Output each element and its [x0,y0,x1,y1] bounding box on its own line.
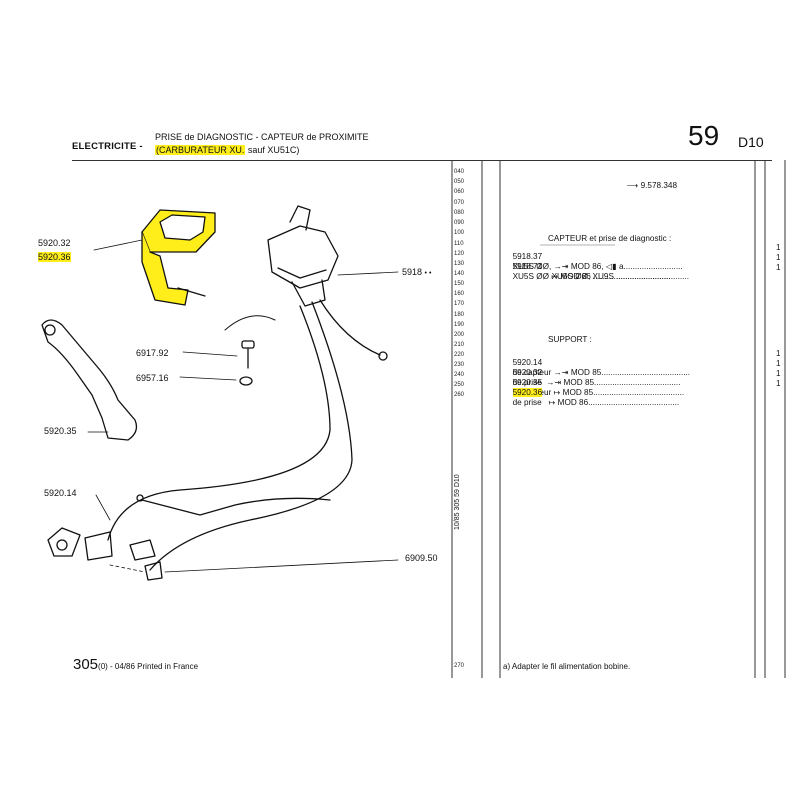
title-qualifier: sauf XU51C) [247,145,300,155]
row-number: 220 [454,352,465,358]
row-ref: 5918.37 [512,252,543,261]
section-label: ELECTRICITE - [72,141,143,152]
row-number: 110 [454,241,464,247]
list-row: 5918.71 XU5S ØØ ↦ MOD 86 ...............… [508,253,671,281]
row-qty: 1 [776,253,781,262]
ref-5920-36-highlighted: 5920.36 [38,252,71,262]
row-number: 170 [454,301,465,307]
row-number: 210 [454,342,465,348]
ref-6909-50: 6909.50 [405,553,438,563]
row-number: 250 [454,382,465,388]
row-number: 260 [454,392,465,398]
row-qty: 1 [776,359,781,368]
list-row: 5918.37 XU5S ØØ, →⇥ MOD 86, ◁▮ a........… [508,243,683,271]
footnote: a) Adapter le fil alimentation bobine. [503,662,631,671]
list-row: 5920.14 de capteur →⇥ MOD 85............… [508,349,691,377]
page-title-line2: (CARBURATEUR XU. sauf XU51C) [155,145,299,155]
row-desc: XU5S ØØ, XU9S ..........................… [551,272,689,281]
row-ref: 5920.14 [512,358,543,367]
row-number: 160 [454,291,465,297]
row-ref: 5920.35 [512,378,543,387]
row-desc: XU5S ØØ ↦ MOD 86 .......................… [512,272,671,281]
row-ref: 5920.32 [512,368,543,377]
arrow-icon: ⟶ [626,181,639,190]
support-bracket-highlighted [93,209,216,306]
ref-5918: 5918 • • [402,267,431,277]
ref-5920-35: 5920.35 [44,426,77,436]
row-qty: 1 [776,243,781,252]
row-number: 090 [454,220,465,226]
row-qty: 1 [776,369,781,378]
row-number: 060 [454,189,465,195]
row-desc: de capteur →⇥ MOD 85....................… [512,368,691,377]
list-row-highlighted: 5920.36 de prise ↦ MOD 86...............… [508,379,679,407]
ref-5920-14: 5920.14 [44,488,77,498]
row-ref: 5918.71 [512,262,543,271]
model-number: 305 [73,656,99,673]
row-number: 230 [454,362,465,368]
row-number: 190 [454,322,465,328]
model-footer: 305(0) - 04/86 Printed in France [73,656,198,673]
row-ref-highlighted: 5920.36 [512,388,543,397]
row-number: 070 [454,200,465,206]
row-number: 100 [454,230,465,236]
header-rule [72,160,772,161]
row-number: 240 [454,372,465,378]
row-qty: 1 [776,349,781,358]
ref-5918-marks: • • [424,270,432,277]
row-number: 140 [454,271,465,277]
row-qty: 1 [776,379,781,388]
row-number: 180 [454,312,465,318]
ref-6957-16: 6957.16 [136,373,169,383]
row-desc: XU5S ØØ, →⇥ MOD 86, ◁▮ a................… [512,262,683,271]
list-row: XU5S ØØ, XU9S ..........................… [547,263,689,281]
row-number: 120 [454,251,465,257]
ref-6917-92: 6917.92 [136,348,169,358]
row-number: 040 [454,169,465,175]
row-number: 200 [454,332,465,338]
list-row: 5920.32 de prise →⇥ MOD 85..............… [508,359,681,387]
page-title-line1: PRISE de DIAGNOSTIC - CAPTEUR de PROXIMI… [155,132,369,142]
row-desc: de prise ↦ MOD 86.......................… [512,398,680,407]
row-number: 270 [454,663,465,669]
ref-5920-32: 5920.32 [38,238,71,248]
row-desc: de prise →⇥ MOD 85......................… [512,378,681,387]
page-sub-number: D10 [738,134,764,150]
highlighted-title: (CARBURATEUR XU. [155,145,246,155]
model-detail: (0) - 04/86 Printed in France [98,662,199,671]
row-number: 150 [454,281,465,287]
row-qty: 1 [776,263,781,272]
row-number: 050 [454,179,465,185]
support-heading: SUPPORT : [548,335,592,344]
sensor-heading: CAPTEUR et prise de diagnostic : [548,234,672,243]
top-reference: ⟶ 9.578.348 [626,181,678,190]
page-number: 59 [688,120,720,151]
ref-5918-number: 5918 [402,267,423,277]
row-number: 080 [454,210,465,216]
row-number: 130 [454,261,465,267]
